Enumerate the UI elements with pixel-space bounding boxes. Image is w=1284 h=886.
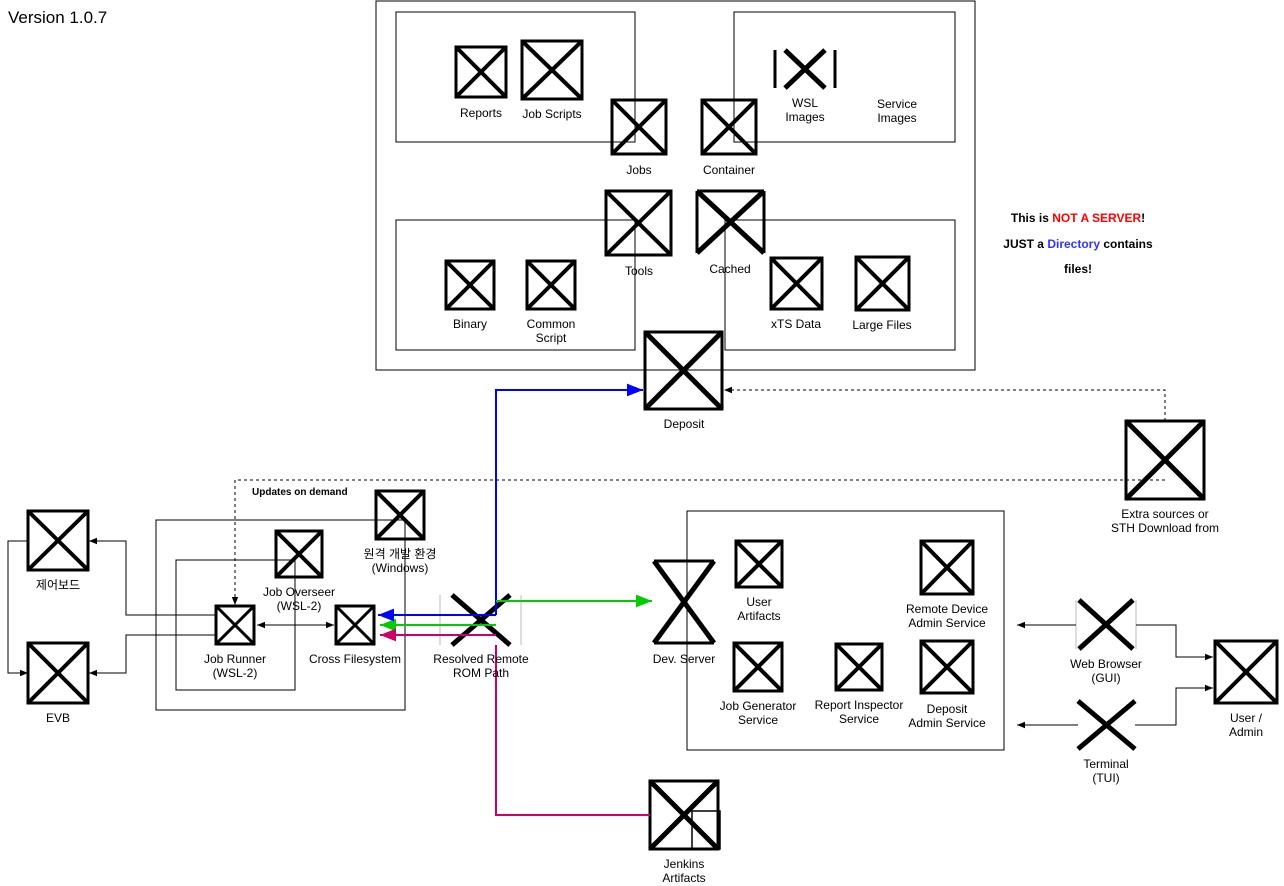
extra-to-deposit-arrow — [724, 386, 1166, 421]
web-browser-label: Web Browser (GUI) — [1070, 657, 1142, 685]
runner-to-evb-arrow — [89, 634, 216, 677]
deposit-admin-label: Deposit Admin Service — [908, 702, 986, 730]
version-label: Version 1.0.7 — [8, 8, 108, 27]
xts-data-icon — [769, 256, 824, 311]
job-generator-label: Job Generator Service — [719, 699, 797, 727]
resolved-rom-path-icon — [439, 593, 522, 647]
common-script-label: Common Script — [526, 317, 576, 345]
job-scripts-icon — [520, 39, 584, 101]
remote-device-admin-label: Remote Device Admin Service — [905, 602, 989, 630]
storage-directory-frame — [375, 0, 976, 371]
cached-group-frame — [724, 219, 956, 351]
note-not-server: NOT A SERVER — [1052, 211, 1142, 225]
magenta-to-jenkins-line — [495, 645, 650, 816]
cached-label: Cached — [709, 262, 751, 276]
report-inspector-icon — [834, 642, 884, 692]
user-artifacts-label: User Artifacts — [737, 595, 781, 623]
remote-device-admin-icon — [919, 539, 975, 596]
deposit-admin-icon — [919, 639, 975, 695]
updates-on-demand-label: Updates on demand — [252, 487, 348, 498]
service-images-label: Service Images — [876, 97, 918, 125]
deposit-label: Deposit — [663, 417, 705, 431]
job-overseer-icon — [274, 529, 324, 579]
report-inspector-label: Report Inspector Service — [814, 698, 904, 726]
user-admin-label: User / Admin — [1228, 711, 1263, 739]
tools-icon — [604, 189, 673, 257]
wsl-images-icon — [773, 48, 837, 90]
dev-server-icon — [651, 559, 717, 645]
control-board-icon — [26, 509, 90, 572]
container-group-frame — [733, 11, 956, 143]
reports-icon — [454, 45, 508, 99]
job-scripts-label: Job Scripts — [522, 107, 582, 121]
jenkins-artifacts-label: Jenkins Artifacts — [662, 857, 706, 885]
container-label: Container — [702, 163, 756, 177]
extra-sources-label: Extra sources or STH Download from — [1110, 507, 1220, 535]
control-board-evb-link — [7, 540, 28, 677]
large-files-label: Large Files — [852, 318, 912, 332]
wsl-images-label: WSL Images — [785, 96, 825, 124]
web-browser-icon — [1075, 598, 1137, 651]
directory-note: This is NOT A SERVER! JUST a Directory c… — [993, 206, 1163, 283]
extra-sources-icon — [1124, 419, 1206, 501]
large-files-icon — [854, 255, 911, 312]
dev-server-label: Dev. Server — [652, 652, 716, 666]
container-icon — [700, 98, 758, 156]
remote-dev-env-icon — [374, 489, 426, 541]
cross-filesystem-label: Cross Filesystem — [308, 652, 402, 666]
dev-server-frame — [686, 510, 1005, 751]
binary-icon — [444, 259, 496, 311]
reports-label: Reports — [459, 106, 503, 120]
updates-on-demand-arrow — [231, 479, 1165, 605]
user-admin-icon — [1213, 639, 1279, 705]
tools-group-frame — [395, 219, 636, 351]
tools-label: Tools — [624, 264, 654, 278]
web-browser-to-user-line — [1136, 624, 1213, 661]
xts-data-label: xTS Data — [770, 317, 822, 331]
job-generator-icon — [732, 641, 784, 693]
jenkins-artifacts-icon — [648, 779, 721, 851]
terminal-label: Terminal (TUI) — [1083, 757, 1129, 785]
evb-icon — [26, 641, 90, 705]
resolved-rom-path-label: Resolved Remote ROM Path — [433, 652, 529, 680]
evb-label: EVB — [45, 711, 71, 725]
jobs-icon — [610, 98, 668, 156]
note-line2-prefix: JUST a — [1003, 236, 1048, 251]
cached-icon — [695, 189, 766, 255]
blue-flow-arrow — [380, 390, 643, 616]
runner-to-control-board-arrow — [89, 537, 216, 616]
remote-dev-env-label: 원격 개발 환경 (Windows) — [363, 547, 437, 575]
note-line2-suffix: contains — [1100, 236, 1153, 251]
note-line3: files! — [1063, 262, 1092, 276]
job-overseer-label: Job Overseer (WSL-2) — [262, 585, 336, 613]
binary-label: Binary — [452, 317, 488, 331]
control-board-label: 제어보드 — [35, 578, 81, 592]
note-exclaim: ! — [1141, 211, 1146, 225]
jobs-label: Jobs — [626, 163, 652, 177]
job-runner-icon — [214, 604, 256, 646]
common-script-icon — [525, 259, 577, 311]
terminal-to-user-line — [1135, 684, 1213, 726]
terminal-icon — [1076, 699, 1137, 751]
note-directory: Directory — [1047, 236, 1100, 251]
job-runner-label: Job Runner (WSL-2) — [203, 652, 267, 680]
jobs-group-frame — [395, 11, 636, 143]
user-artifacts-icon — [734, 539, 784, 589]
note-prefix: This is — [1010, 211, 1053, 225]
cross-filesystem-icon — [334, 604, 376, 646]
